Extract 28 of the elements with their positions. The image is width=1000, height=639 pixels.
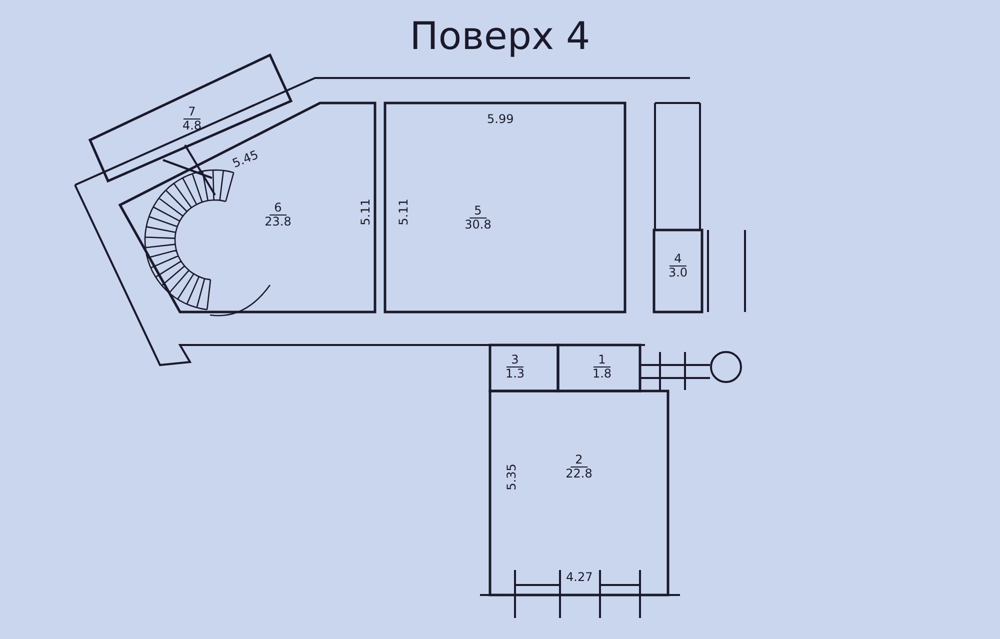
room-area: 22.8 (566, 468, 592, 480)
room-number: 6 (269, 202, 287, 216)
dimension-label: 5.11 (396, 198, 410, 226)
room-number: 2 (570, 454, 588, 468)
dimension-label: 5.11 (358, 198, 372, 226)
room-number: 5 (469, 204, 487, 218)
room-number: 1 (593, 354, 611, 368)
room (118, 100, 378, 315)
room-area: 1.3 (505, 368, 525, 380)
room (383, 103, 627, 312)
dimension-label: 4.27 (566, 570, 593, 584)
room-area: 30.8 (464, 218, 492, 232)
room (490, 345, 558, 391)
room-number: 3 (506, 354, 524, 368)
room (88, 53, 293, 183)
dimension-label: 5.99 (487, 112, 514, 126)
room (558, 345, 640, 391)
room-area: 23.8 (264, 216, 292, 228)
room-number: 4 (669, 252, 687, 266)
room-area: 1.8 (592, 368, 612, 380)
dimension-label: 5.45 (230, 148, 260, 170)
room (490, 391, 668, 595)
room-area: 4.8 (182, 120, 202, 132)
dimension-label: 5.35 (504, 464, 518, 490)
room-number: 7 (183, 106, 201, 120)
room-area: 3.0 (668, 266, 688, 280)
room (652, 230, 704, 312)
plan-title: Поверх 4 (408, 14, 592, 58)
